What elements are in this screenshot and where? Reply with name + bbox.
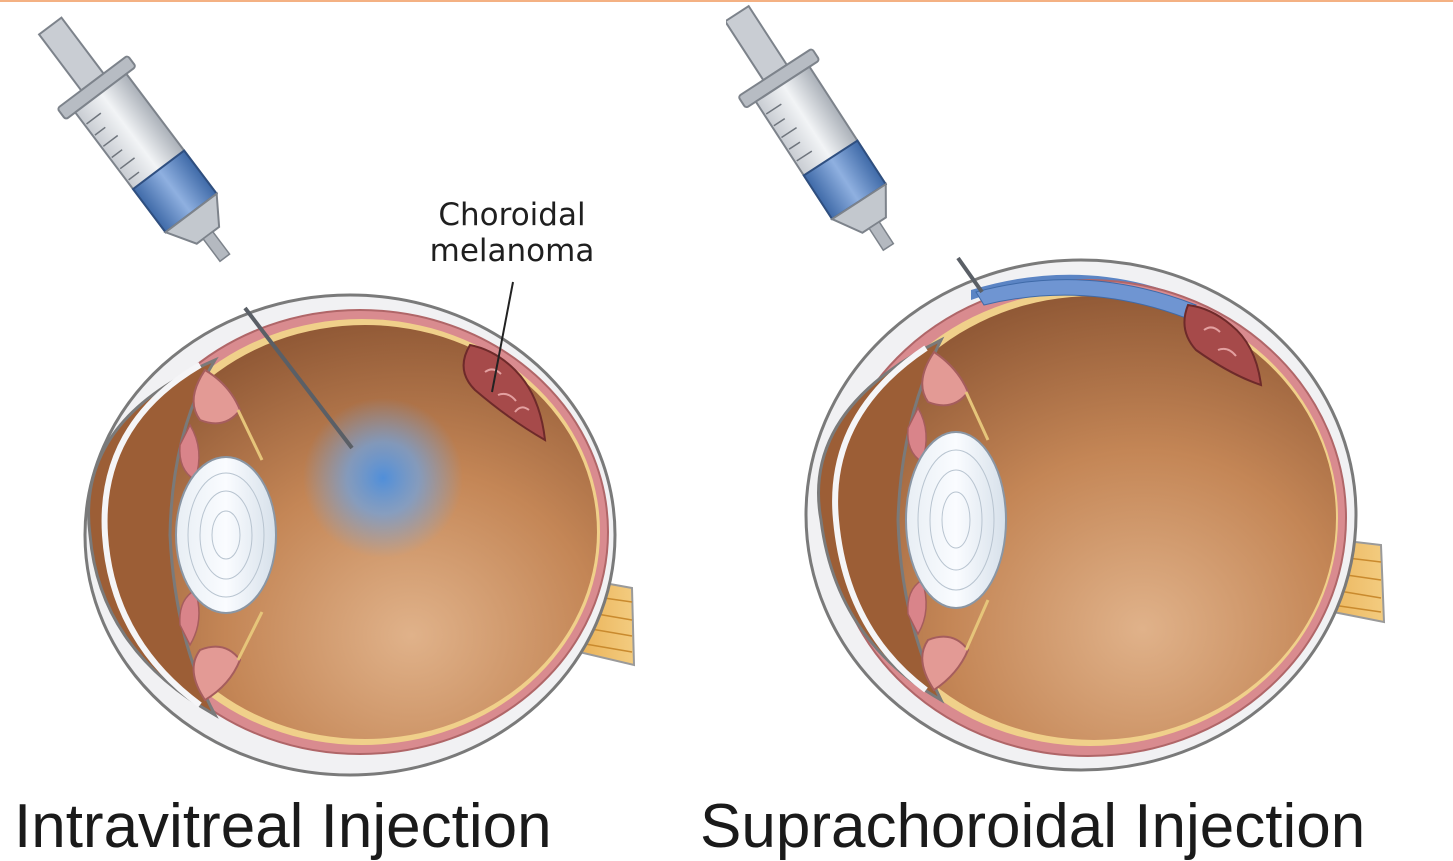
- callout-line-1: Choroidal: [412, 198, 612, 234]
- suprachoroidal-eye-illustration: [726, 0, 1453, 790]
- callout-line-2: melanoma: [412, 234, 612, 270]
- lens: [906, 432, 1006, 608]
- suprachoroidal-panel: Suprachoroidal Injection: [726, 0, 1453, 854]
- intravitreal-caption: Intravitreal Injection: [14, 796, 552, 858]
- lens: [176, 457, 276, 613]
- choroidal-melanoma-label: Choroidal melanoma: [412, 198, 612, 269]
- intravitreal-eye-illustration: [0, 0, 726, 790]
- syringe: [15, 0, 260, 284]
- intravitreal-panel: Choroidal melanoma Intravitreal Injectio…: [0, 0, 726, 854]
- syringe: [726, 0, 925, 271]
- injected-drug-spot: [303, 398, 463, 558]
- suprachoroidal-caption: Suprachoroidal Injection: [700, 796, 1365, 858]
